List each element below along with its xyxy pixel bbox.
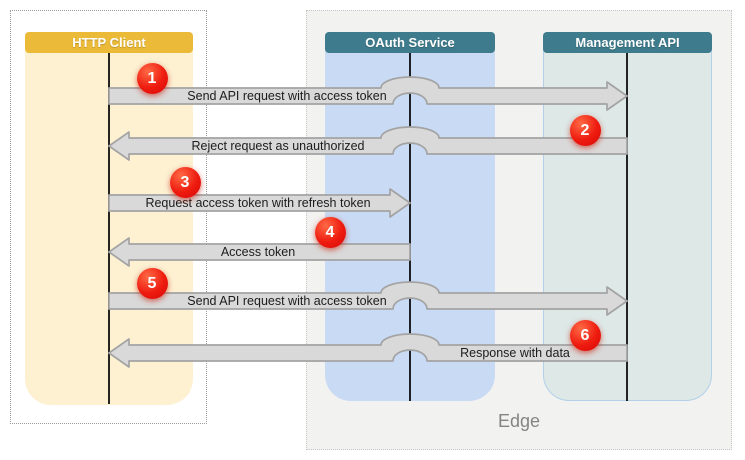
message-label-2: Reject request as unauthorized xyxy=(191,139,364,153)
message-label-5: Send API request with access token xyxy=(187,294,386,308)
message-label-4: Access token xyxy=(221,245,295,259)
message-label-6: Response with data xyxy=(460,346,570,360)
edge-zone-label: Edge xyxy=(497,411,541,431)
message-arrow-5 xyxy=(108,281,628,316)
message-label-1: Send API request with access token xyxy=(187,89,386,103)
actor-header-management-api: Management API xyxy=(543,32,712,53)
message-arrow-6 xyxy=(108,333,628,368)
message-arrow-2 xyxy=(108,126,628,161)
step-badge-4: 4 xyxy=(314,216,346,248)
actor-header-oauth-service: OAuth Service xyxy=(325,32,495,53)
step-badge-1: 1 xyxy=(136,62,168,94)
message-label-3: Request access token with refresh token xyxy=(145,196,370,210)
actor-header-http-client: HTTP Client xyxy=(25,32,193,53)
message-arrow-1 xyxy=(108,76,628,111)
step-badge-6: 6 xyxy=(569,319,601,351)
step-badge-3: 3 xyxy=(169,166,201,198)
step-badge-5: 5 xyxy=(136,267,168,299)
step-badge-2: 2 xyxy=(569,114,601,146)
